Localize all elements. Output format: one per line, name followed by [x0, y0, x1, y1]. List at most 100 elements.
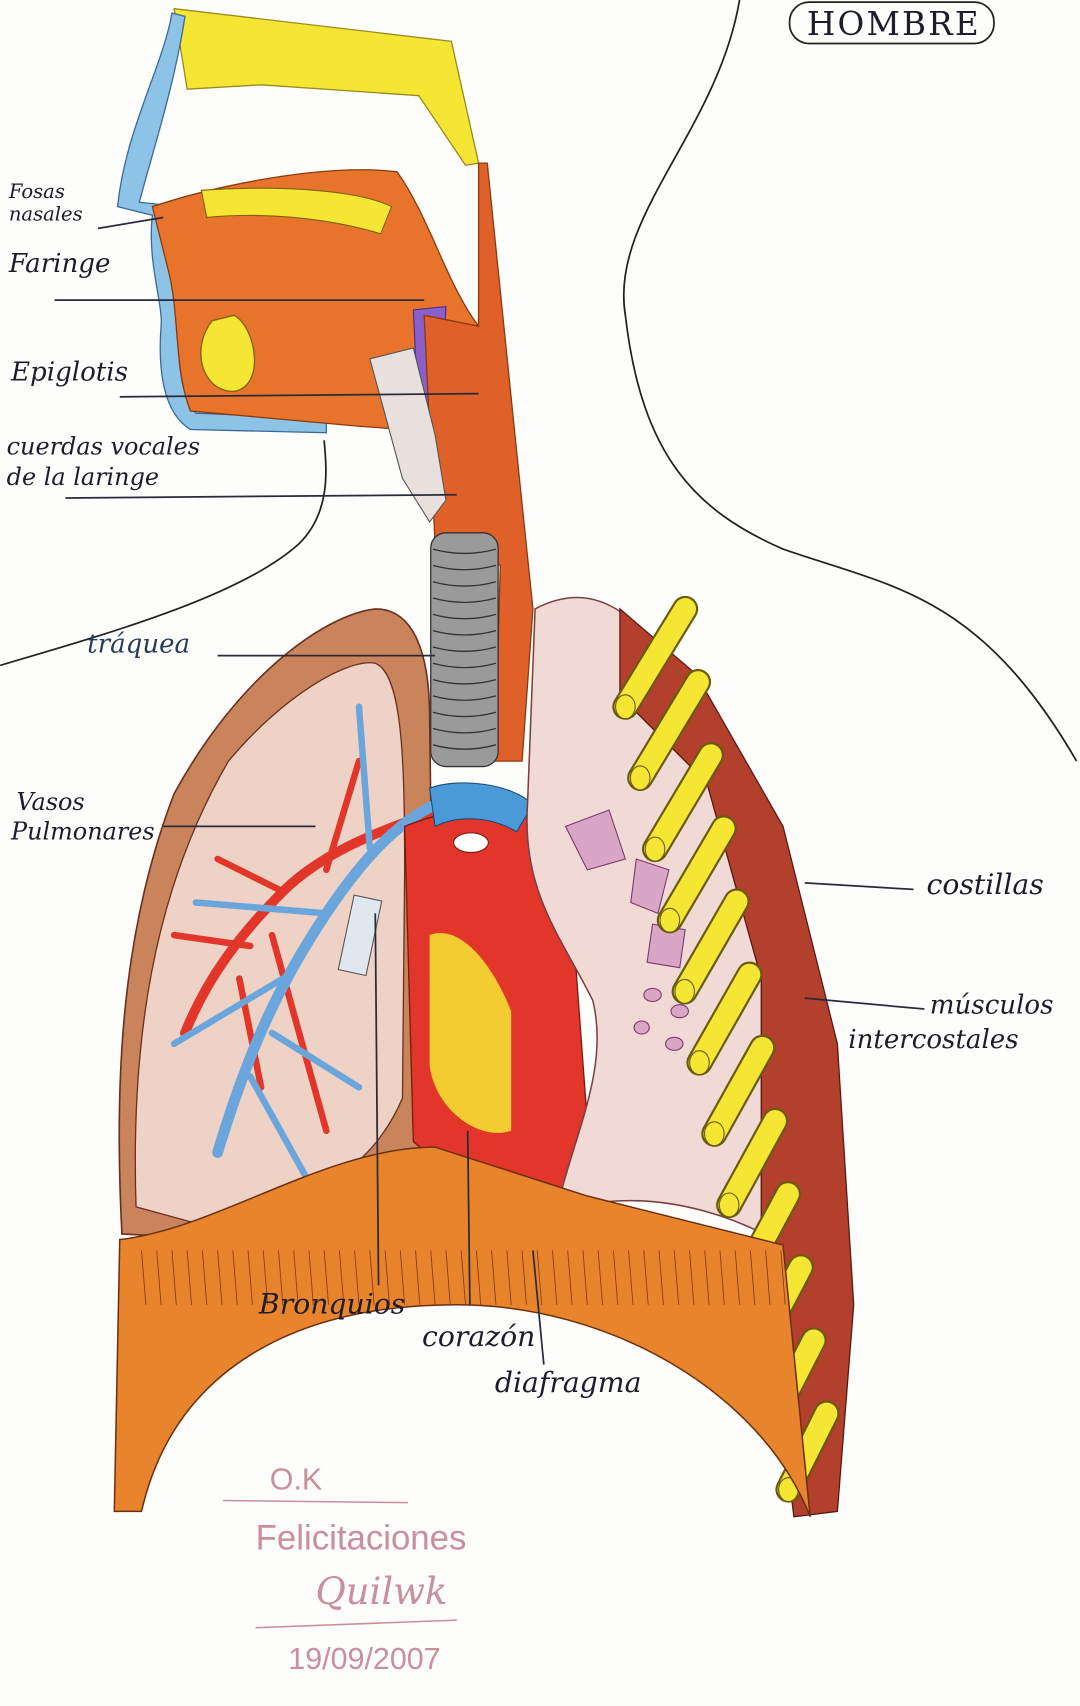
- diaphragm-fiber: [643, 1250, 649, 1305]
- diaphragm-fiber: [506, 1250, 512, 1305]
- diaphragm-fiber: [354, 1250, 360, 1305]
- diaphragm-fiber: [749, 1250, 756, 1305]
- label-fosas-nasales-2: nasales: [9, 203, 83, 226]
- diaphragm-fiber: [719, 1250, 725, 1305]
- label-traquea: tráquea: [87, 629, 190, 659]
- label-bronquios: Bronquios: [258, 1287, 405, 1320]
- palate-yellow: [200, 314, 256, 393]
- diaphragm-fiber: [201, 1250, 208, 1305]
- rib: [718, 1110, 786, 1216]
- nasal-airway: [116, 12, 327, 434]
- diaphragm-fiber: [415, 1250, 421, 1305]
- trachea-ring: [432, 678, 497, 685]
- diaphragm-fiber: [673, 1250, 680, 1305]
- title-box: [788, 1, 995, 45]
- diaphragm-fiber: [780, 1250, 786, 1305]
- skull-base: [173, 7, 480, 166]
- diaphragm-fiber: [734, 1250, 740, 1305]
- leader-corazon: [466, 1130, 471, 1305]
- rib: [673, 890, 748, 1003]
- trachea-ring: [432, 646, 497, 652]
- rib-end: [615, 694, 636, 720]
- label-fosas-nasales-1: Fosas: [8, 180, 65, 203]
- diaphragm-fiber: [171, 1250, 177, 1305]
- leader-musculos: [804, 997, 925, 1010]
- rib-end: [644, 836, 666, 862]
- rib: [614, 598, 697, 718]
- body-outline-right: [622, 0, 1078, 762]
- note-signature: Quilwk: [315, 1570, 447, 1613]
- label-vasos-2: Pulmonares: [10, 817, 155, 845]
- diaphragm-fiber: [491, 1250, 497, 1305]
- trachea-ring: [432, 695, 497, 701]
- trachea-ring: [432, 727, 497, 734]
- diaphragm-fiber: [689, 1250, 695, 1305]
- label-epiglotis: Epiglotis: [10, 358, 128, 388]
- trachea-ring: [432, 548, 497, 555]
- neck-esophagus: [423, 162, 534, 762]
- diaphragm-fiber: [628, 1250, 634, 1305]
- diaphragm-fiber: [658, 1250, 664, 1305]
- label-cuerdas-1: cuerdas vocales: [7, 432, 200, 460]
- diaphragm-fiber: [278, 1250, 284, 1305]
- diaphragm-fiber: [141, 1250, 147, 1305]
- heart-vessels-yellow: [429, 933, 512, 1133]
- trachea-ring: [432, 597, 497, 603]
- tongue: [200, 187, 393, 235]
- note-comment: Felicitaciones: [256, 1519, 467, 1557]
- diaphragm-fiber: [323, 1250, 329, 1305]
- label-faringe: Faringe: [8, 249, 111, 279]
- lung-pattern: [564, 809, 689, 1051]
- rib-end: [718, 1192, 740, 1218]
- leader-cuerdas: [65, 493, 457, 499]
- label-cuerdas-2: de la laringe: [7, 463, 159, 491]
- diaphragm-fiber: [536, 1250, 543, 1305]
- label-diafragma: diafragma: [495, 1366, 642, 1399]
- diaphragm: [113, 1146, 811, 1518]
- rib-end: [674, 978, 695, 1004]
- trachea-ring: [432, 630, 497, 636]
- diaphragm-fiber: [612, 1250, 619, 1305]
- bronchus: [337, 894, 383, 977]
- leader-costillas: [804, 882, 914, 891]
- note-grade: O.K: [270, 1463, 322, 1497]
- diaphragm-fiber: [293, 1250, 299, 1305]
- rib-end: [659, 907, 681, 933]
- label-musculos-1: músculos: [930, 990, 1054, 1020]
- rib: [703, 1036, 774, 1145]
- diaphragm-fiber: [399, 1250, 406, 1305]
- diaphragm-fiber: [430, 1250, 436, 1305]
- diaphragm-fiber: [475, 1250, 482, 1305]
- leader-diafragma: [532, 1250, 545, 1365]
- label-costillas: costillas: [927, 868, 1044, 901]
- rib-end: [629, 765, 651, 791]
- leader-epiglotis: [119, 392, 479, 398]
- aorta-opening: [453, 832, 489, 853]
- diaphragm-fiber: [567, 1250, 573, 1305]
- pulmonary-vessels: [170, 703, 474, 1178]
- trachea-ring: [432, 744, 497, 750]
- rib: [629, 671, 709, 789]
- trachea-ring: [432, 662, 497, 669]
- diaphragm-fiber: [232, 1250, 238, 1305]
- diaphragm-fiber: [156, 1250, 162, 1305]
- diaphragm-fiber: [217, 1250, 223, 1305]
- diaphragm-fiber: [582, 1250, 588, 1305]
- diaphragm-fiber: [369, 1250, 375, 1305]
- trachea-ring: [432, 581, 497, 587]
- trachea: [430, 532, 499, 768]
- diaphragm-fiber: [247, 1250, 253, 1305]
- label-vasos-1: Vasos: [16, 788, 84, 816]
- diaphragm-fiber: [460, 1250, 466, 1305]
- leader-fosas-nasales: [97, 216, 164, 230]
- diaphragm-fiber: [765, 1250, 771, 1305]
- rib: [688, 963, 761, 1074]
- diaphragm-fiber: [704, 1250, 710, 1305]
- label-musculos-2: intercostales: [848, 1025, 1018, 1055]
- rib-end: [689, 1050, 710, 1076]
- trachea-ring: [432, 711, 497, 718]
- larynx: [369, 347, 447, 523]
- rib: [658, 817, 735, 932]
- leader-bronquios: [374, 913, 380, 1286]
